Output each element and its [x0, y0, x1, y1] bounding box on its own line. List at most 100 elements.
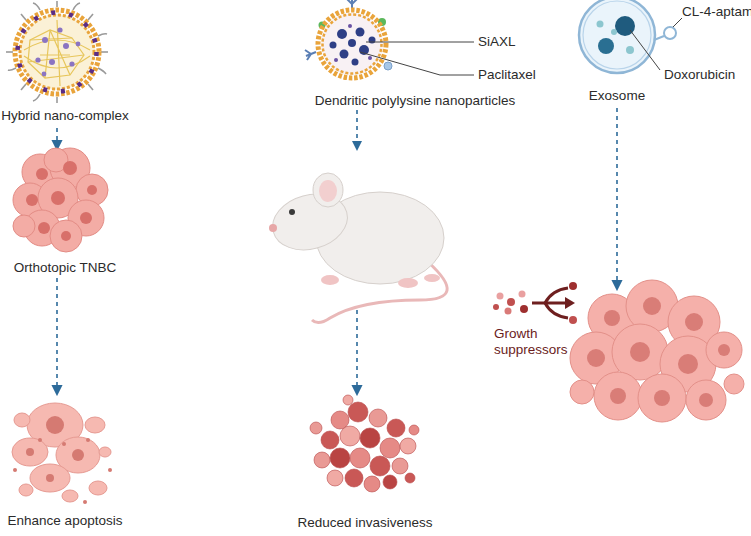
tumor-art	[38, 222, 50, 234]
growth-suppressor-art	[507, 298, 515, 306]
hybrid-nanocomplex-art	[33, 3, 40, 10]
exosome-art	[583, 1, 651, 69]
nanoparticle-art	[384, 62, 392, 70]
tumor-art	[387, 419, 405, 437]
tumor-art	[50, 220, 82, 252]
exosome-art	[630, 30, 660, 70]
tumor-art	[587, 297, 730, 407]
tumor-art	[380, 438, 400, 458]
apoptosis-art	[108, 468, 112, 472]
hybrid-nanocomplex-art	[73, 3, 80, 10]
apoptosis-art	[83, 500, 87, 504]
tumor-art	[409, 425, 419, 435]
hybrid-nanocomplex-art	[76, 42, 81, 47]
tumor-art	[587, 349, 605, 367]
tumor-art	[364, 476, 380, 492]
apoptosis-art	[12, 403, 112, 504]
apoptosis-art	[46, 474, 54, 482]
exosome-art	[626, 46, 634, 54]
nanoparticle-art	[305, 0, 474, 78]
apoptosis-art	[12, 438, 48, 466]
exosome-art	[654, 36, 664, 40]
mouse-art	[319, 180, 337, 202]
tumor-art	[400, 438, 416, 454]
nanoparticle-art	[366, 42, 474, 43]
hybrid-nanocomplex-art	[28, 20, 84, 86]
mouse-art	[269, 224, 277, 232]
hybrid-nanocomplex-art	[35, 27, 80, 76]
tumor-art	[321, 431, 339, 449]
hybrid-nanocomplex-art	[6, 1, 108, 103]
hybrid-nanocomplex-art	[18, 13, 97, 92]
mouse-art	[289, 209, 295, 215]
hybrid-nanocomplex-art	[42, 37, 48, 43]
growth-suppressor-art	[520, 305, 528, 313]
tumor-art	[26, 194, 38, 206]
apoptosis-art	[26, 448, 34, 456]
growth-suppressor-art	[545, 303, 568, 318]
illustrated-step: Exosome	[567, 0, 667, 108]
tumor-art	[654, 390, 670, 406]
tumor-art	[383, 475, 397, 489]
mouse-art	[321, 275, 339, 285]
tumor-art	[604, 310, 620, 326]
tumor-art	[612, 324, 668, 380]
hybrid-nanocomplex-art	[6, 51, 13, 53]
tumor-art	[643, 297, 661, 315]
tumor-art	[61, 231, 71, 241]
step-caption: Exosome	[567, 88, 667, 104]
tumor-art	[630, 342, 650, 362]
growth-suppressor-art	[505, 308, 512, 315]
flow-arrow	[616, 108, 618, 290]
nanoparticle-art	[330, 42, 337, 49]
tumor-art	[594, 372, 642, 420]
illustrated-step: Orthotopic TNBC	[0, 150, 130, 278]
tumor-art	[686, 380, 726, 420]
apoptosis-art	[13, 468, 17, 472]
tumor-art	[718, 344, 730, 356]
tumor-art	[87, 185, 97, 195]
nanoparticle-art	[360, 52, 474, 75]
nanoparticle-art	[356, 28, 365, 37]
tumor-art	[638, 374, 686, 422]
hybrid-nanocomplex-art	[98, 34, 107, 36]
hybrid-nanocomplex-art	[6, 1, 108, 103]
hybrid-nanocomplex-art	[49, 59, 55, 65]
hybrid-nanocomplex-art	[63, 43, 69, 49]
growth-suppressor-art	[565, 297, 575, 309]
hybrid-nanocomplex-art	[35, 57, 40, 62]
tumor-art	[331, 411, 349, 429]
step-caption: Reduced invasiveness	[290, 515, 440, 531]
hybrid-nanocomplex-art	[21, 84, 26, 90]
exosome-art	[597, 21, 604, 28]
tumor-art	[345, 469, 363, 487]
tumor-art	[36, 168, 48, 180]
exosome-art	[664, 27, 676, 39]
illustrated-step: Dendritic polylysine nanoparticles	[290, 5, 540, 110]
apoptosis-art	[14, 413, 30, 427]
tumor-art	[343, 395, 353, 405]
tumor-art	[26, 161, 97, 241]
flow-arrow	[56, 128, 58, 150]
tumor-art	[392, 458, 408, 474]
step-caption: Enhance apoptosis	[0, 513, 130, 529]
exosome-art	[598, 38, 614, 54]
tumor-art	[314, 452, 330, 468]
tumor-art	[570, 280, 744, 422]
apoptosis-art	[30, 464, 70, 492]
tumor-art	[405, 473, 415, 483]
illustrated-step: Growth suppressors	[488, 290, 745, 430]
growth-suppressor-art	[532, 288, 568, 318]
illustrated-step: Enhance apoptosis	[0, 395, 130, 533]
nanoparticle-art	[334, 24, 372, 62]
hybrid-nanocomplex-art	[42, 72, 47, 77]
tumor-art	[678, 354, 698, 374]
tumor-art	[330, 448, 350, 468]
exosome-art	[673, 18, 682, 27]
nanoparticle-art	[352, 59, 359, 66]
apoptosis-art	[46, 416, 64, 434]
nanoparticle-art	[337, 29, 347, 39]
hybrid-nanocomplex-art	[69, 61, 74, 66]
apoptosis-art	[12, 403, 111, 502]
nanoparticle-art	[305, 50, 316, 60]
